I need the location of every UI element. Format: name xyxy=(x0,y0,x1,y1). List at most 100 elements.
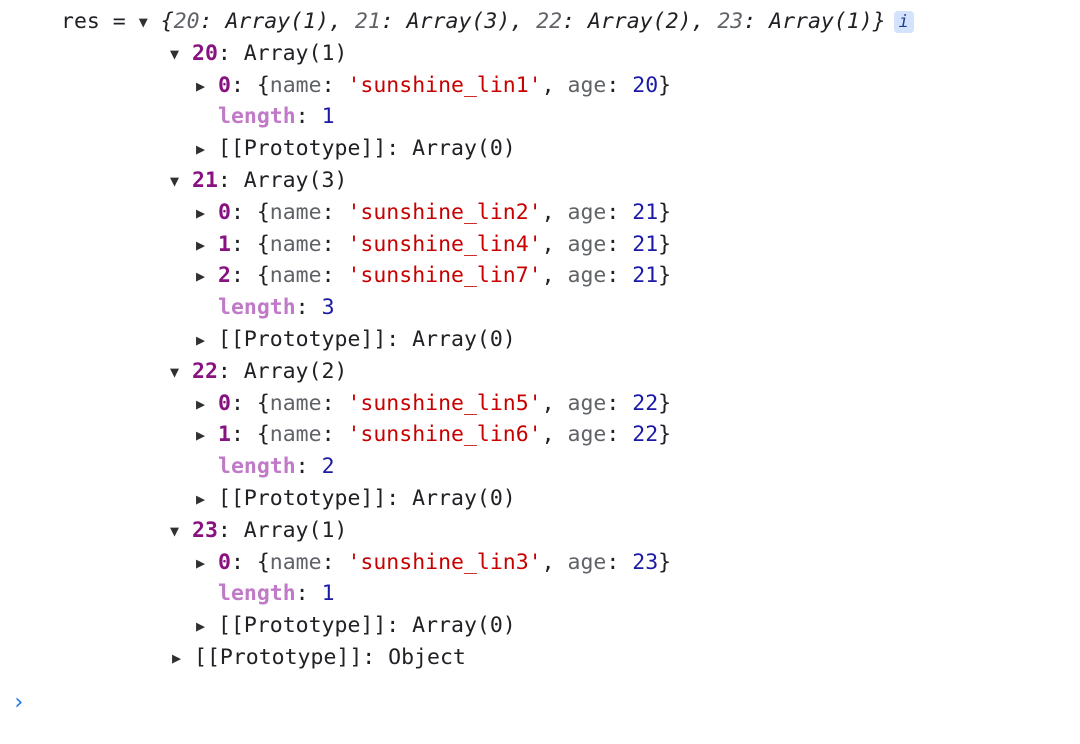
prototype-row[interactable]: ▶[[Prototype]]: Array(0) xyxy=(196,483,516,515)
prototype-label: [[Prototype]] xyxy=(218,136,387,162)
name-value: 'sunshine_lin7' xyxy=(347,263,542,289)
collapse-triangle-icon[interactable]: ▶ xyxy=(196,553,206,572)
expand-triangle-icon[interactable]: ▼ xyxy=(170,362,180,381)
item-row[interactable]: ▶0: {name: 'sunshine_lin2', age: 21} xyxy=(196,197,671,229)
info-icon[interactable]: i xyxy=(893,11,914,33)
collapse-triangle-icon[interactable]: ▶ xyxy=(196,203,206,222)
prototype-value: Array(0) xyxy=(412,486,516,511)
summary-key: 23 xyxy=(717,9,744,34)
length-value: 1 xyxy=(321,581,335,607)
collapse-triangle-icon[interactable]: ▶ xyxy=(196,331,206,349)
item-row[interactable]: ▶0: {name: 'sunshine_lin3', age: 23} xyxy=(196,547,671,579)
prop-age: age xyxy=(567,263,607,289)
summary-value: Array(2) xyxy=(587,9,692,34)
prop-name: name xyxy=(269,422,322,448)
summary-key: 20 xyxy=(173,9,200,34)
collapse-triangle-icon[interactable]: ▶ xyxy=(196,617,206,636)
length-label: length xyxy=(218,295,296,321)
age-value: 23 xyxy=(632,549,659,575)
prototype-row[interactable]: ▶[[Prototype]]: Array(0) xyxy=(196,324,516,356)
object-summary-row[interactable]: res = ▼{20: Array(1), 21: Array(3), 22: … xyxy=(61,6,914,38)
item-index: 1 xyxy=(218,422,231,448)
item-row[interactable]: ▶0: {name: 'sunshine_lin5', age: 22} xyxy=(196,388,671,420)
item-row[interactable]: ▶1: {name: 'sunshine_lin6', age: 22} xyxy=(196,419,671,451)
length-value: 1 xyxy=(321,104,335,130)
group-row[interactable]: ▼23: Array(1) xyxy=(170,515,347,547)
group-key: 22 xyxy=(192,358,218,384)
collapse-triangle-icon[interactable]: ▶ xyxy=(196,235,206,254)
length-label: length xyxy=(218,104,296,130)
name-value: 'sunshine_lin5' xyxy=(347,390,542,416)
name-value: 'sunshine_lin3' xyxy=(347,549,542,575)
prototype-value: Object xyxy=(388,645,466,670)
collapse-triangle-icon[interactable]: ▶ xyxy=(196,426,206,445)
prototype-label: [[Prototype]] xyxy=(218,613,387,639)
prop-age: age xyxy=(567,549,607,575)
expand-triangle-icon[interactable]: ▼ xyxy=(170,521,180,540)
prototype-label: [[Prototype]] xyxy=(218,327,387,352)
summary-value: Array(3) xyxy=(406,9,511,34)
group-key: 21 xyxy=(192,168,218,193)
collapse-triangle-icon[interactable]: ▶ xyxy=(196,490,206,508)
prop-age: age xyxy=(567,390,607,416)
item-row[interactable]: ▶0: {name: 'sunshine_lin1', age: 20} xyxy=(196,70,671,102)
collapse-triangle-icon[interactable]: ▶ xyxy=(196,267,206,286)
group-type: Array(1) xyxy=(243,40,348,66)
expand-triangle-icon[interactable]: ▼ xyxy=(170,44,180,63)
group-type: Array(2) xyxy=(243,358,348,384)
expand-triangle-icon[interactable]: ▼ xyxy=(138,13,148,31)
prop-name: name xyxy=(269,199,322,225)
brace-close: } xyxy=(872,9,886,34)
summary-value: Array(1) xyxy=(769,9,873,34)
variable-name: res xyxy=(61,9,100,34)
age-value: 22 xyxy=(632,390,659,416)
summary-value: Array(1) xyxy=(225,9,329,34)
age-value: 22 xyxy=(632,422,659,448)
prop-age: age xyxy=(567,199,607,225)
length-label: length xyxy=(218,454,296,480)
length-row: length: 3 xyxy=(218,295,335,321)
collapse-triangle-icon[interactable]: ▶ xyxy=(196,76,206,95)
length-label: length xyxy=(218,581,296,607)
item-index: 2 xyxy=(218,263,231,289)
collapse-triangle-icon[interactable]: ▶ xyxy=(196,140,206,159)
prototype-value: Array(0) xyxy=(412,613,516,639)
prop-name: name xyxy=(269,231,322,257)
prototype-row[interactable]: ▶[[Prototype]]: Array(0) xyxy=(196,610,516,642)
prototype-row[interactable]: ▶[[Prototype]]: Array(0) xyxy=(196,133,516,165)
collapse-triangle-icon[interactable]: ▶ xyxy=(172,649,182,667)
item-index: 0 xyxy=(218,72,231,98)
prop-name: name xyxy=(269,263,322,289)
prototype-value: Array(0) xyxy=(412,327,516,352)
group-row[interactable]: ▼21: Array(3) xyxy=(170,165,347,197)
console-prompt-icon[interactable]: › xyxy=(12,690,26,715)
group-type: Array(1) xyxy=(243,517,348,543)
name-value: 'sunshine_lin2' xyxy=(347,199,542,225)
group-key: 20 xyxy=(192,40,218,66)
brace-open: { xyxy=(160,9,174,34)
length-row: length: 2 xyxy=(218,454,335,480)
collapse-triangle-icon[interactable]: ▶ xyxy=(196,394,206,413)
length-value: 3 xyxy=(321,295,335,321)
length-value: 2 xyxy=(321,454,335,480)
prototype-label: [[Prototype]] xyxy=(218,486,387,511)
previous-log-line-cut-off xyxy=(40,0,510,4)
item-index: 1 xyxy=(218,231,231,257)
group-row[interactable]: ▼22: Array(2) xyxy=(170,356,347,388)
age-value: 21 xyxy=(632,199,659,225)
item-index: 0 xyxy=(218,390,231,416)
name-value: 'sunshine_lin4' xyxy=(347,231,542,257)
expand-triangle-icon[interactable]: ▼ xyxy=(170,172,180,190)
root-prototype-row[interactable]: ▶[[Prototype]]: Object xyxy=(172,642,466,674)
equals-sign: = xyxy=(112,9,126,34)
item-index: 0 xyxy=(218,199,231,225)
prototype-value: Array(0) xyxy=(412,136,516,162)
age-value: 21 xyxy=(632,263,659,289)
name-value: 'sunshine_lin6' xyxy=(347,422,542,448)
prototype-label: [[Prototype]] xyxy=(194,645,363,670)
summary-key: 22 xyxy=(536,9,563,34)
item-row[interactable]: ▶1: {name: 'sunshine_lin4', age: 21} xyxy=(196,229,671,261)
group-row[interactable]: ▼20: Array(1) xyxy=(170,38,347,70)
age-value: 21 xyxy=(632,231,659,257)
item-row[interactable]: ▶2: {name: 'sunshine_lin7', age: 21} xyxy=(196,260,671,292)
